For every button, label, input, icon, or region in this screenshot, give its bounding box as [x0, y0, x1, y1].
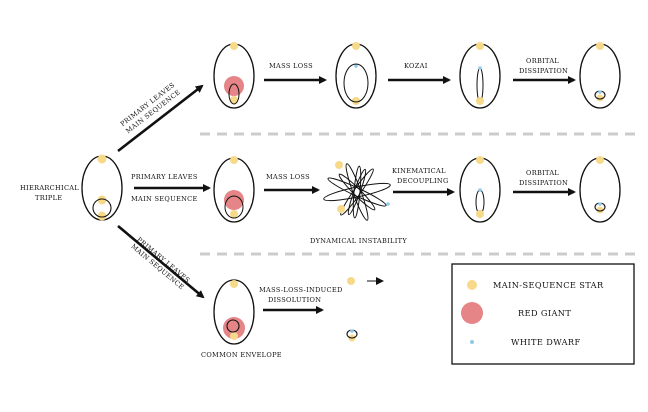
top-stage-final	[579, 42, 621, 109]
mass-loss-mid-label: MASS LOSS	[266, 173, 310, 181]
branch-mid-label-1: PRIMARY LEAVES	[131, 173, 198, 181]
branch-arrow-up	[117, 84, 204, 153]
orbital-mid-label-1: ORBITAL	[526, 169, 559, 177]
dynamical-instability-label: DYNAMICAL INSTABILITY	[310, 237, 407, 245]
orbital-top-label-1: ORBITAL	[526, 57, 559, 65]
mass-loss-top-label: MASS LOSS	[269, 62, 313, 70]
kinematical-label-1: KINEMATICAL	[392, 167, 446, 175]
mid-stage-final	[579, 156, 621, 223]
hierarchical-triple-panel	[81, 154, 123, 221]
legend-white-dwarf-swatch	[470, 340, 474, 344]
branch-mid-label-2: MAIN SEQUENCE	[131, 195, 198, 203]
legend-main-sequence-swatch	[467, 280, 477, 290]
orbital-top-label-2: DISSIPATION	[519, 67, 568, 75]
dissolution-label-2: DISSOLUTION	[268, 296, 321, 304]
mid-stage-dynamical-instability	[323, 161, 391, 221]
common-envelope-label: COMMON ENVELOPE	[201, 351, 282, 359]
legend-main-sequence-label: MAIN-SEQUENCE STAR	[493, 280, 604, 290]
kozai-label: KOZAI	[404, 62, 428, 70]
legend-white-dwarf-label: WHITE DWARF	[511, 337, 581, 347]
legend: MAIN-SEQUENCE STAR RED GIANT WHITE DWARF	[451, 263, 635, 365]
orbital-mid-label-2: DISSIPATION	[519, 179, 568, 187]
mid-stage-decoupled	[459, 156, 501, 223]
kinematical-label-2: DECOUPLING	[397, 177, 449, 185]
hierarchical-label-1: HIERARCHICAL	[20, 184, 79, 192]
branch-arrow-down	[117, 225, 205, 299]
legend-red-giant-swatch	[461, 302, 483, 324]
top-stage-red-giant	[213, 42, 255, 109]
top-stage-white-dwarf	[335, 42, 377, 109]
hierarchical-label-2: TRIPLE	[35, 194, 62, 202]
top-stage-kozai	[459, 42, 501, 109]
dissolution-label-1: MASS-LOSS-INDUCED	[259, 286, 343, 294]
bottom-stage-common-envelope	[213, 279, 255, 345]
legend-red-giant-label: RED GIANT	[518, 308, 571, 318]
mid-stage-red-giant	[213, 156, 255, 223]
bottom-stage-dissolved	[346, 277, 384, 342]
